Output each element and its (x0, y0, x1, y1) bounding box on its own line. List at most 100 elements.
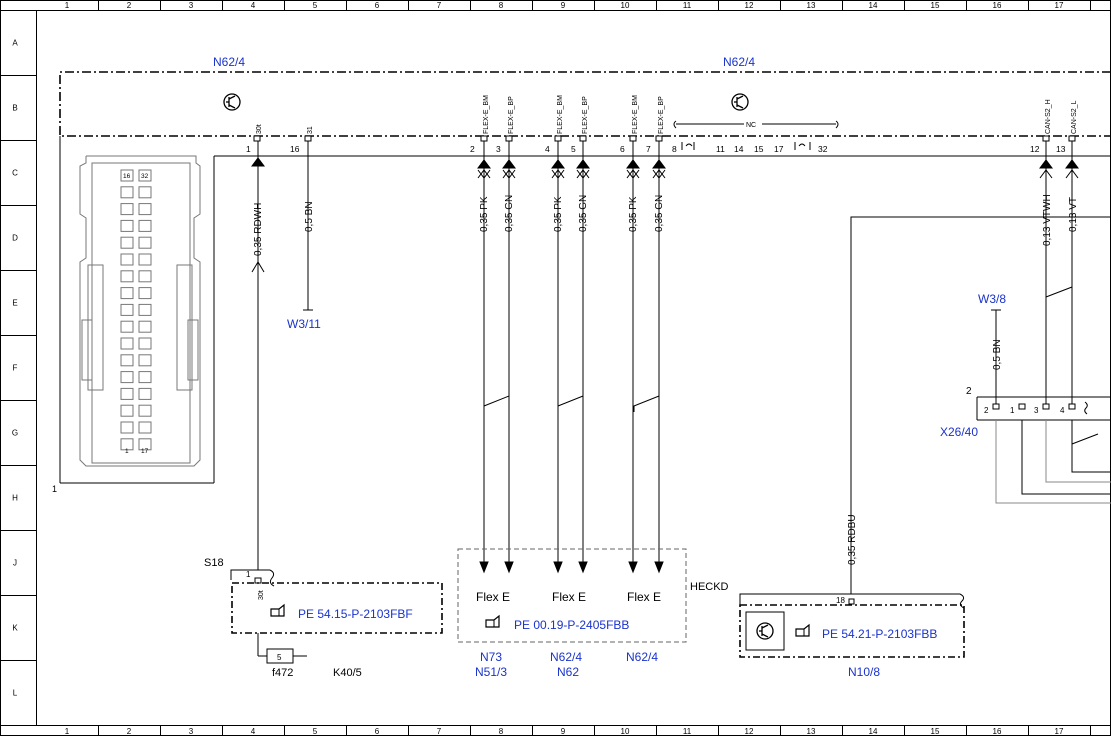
n10-8-symbol-frame (745, 611, 785, 651)
wire-label-vt: 0,13 VT (1068, 197, 1079, 232)
connector-cavity (138, 371, 152, 384)
dest-n62: N62 (557, 665, 579, 679)
connector-cavity (138, 287, 152, 300)
dest-n62-4-b: N62/4 (550, 650, 582, 664)
wire-label-pk-3: 0,35 PK (628, 196, 639, 232)
k40-5-label[interactable]: K40/5 (333, 667, 362, 679)
column-label-8: 8 (499, 1, 504, 10)
flex-wire-arrow (652, 169, 666, 179)
column-label-16: 16 (993, 727, 1002, 736)
transistor-icon-n10 (756, 622, 774, 640)
twisted-pair-mark (633, 395, 660, 412)
connector-cavity (138, 320, 152, 333)
pe-ref-flex[interactable]: PE 00.19-P-2405FBB (514, 618, 629, 632)
flex-wire-arrowhead (578, 561, 588, 574)
flex-e-group (457, 548, 687, 643)
connector-view (79, 155, 201, 467)
column-label-1: 1 (65, 1, 70, 10)
column-ticks (98, 0, 1091, 736)
pe-ref-s18[interactable]: PE 54.15-P-2103FBF (298, 607, 413, 621)
wire-label-bn-w3-8: 0,5 BN (992, 339, 1003, 370)
connector-cavity (138, 421, 152, 434)
pin-num-4: 4 (545, 144, 550, 154)
pe-ref-n10[interactable]: PE 54.21-P-2103FBB (822, 627, 937, 641)
pointing-hand-icon-n10 (795, 623, 810, 637)
n62-4-label-left[interactable]: N62/4 (213, 55, 245, 69)
pin-num-12: 12 (1030, 144, 1040, 154)
column-label-17: 17 (1055, 727, 1064, 736)
f472-fuse (257, 633, 307, 664)
row-label-B: B (12, 104, 17, 113)
row-label-H: H (12, 494, 18, 503)
connector-cavity (120, 287, 134, 300)
row-label-F: F (13, 364, 18, 373)
column-label-14: 14 (869, 1, 878, 10)
f472-label[interactable]: f472 (272, 667, 293, 679)
connector-cavity (120, 169, 134, 182)
x26-pin-1: 1 (1010, 406, 1015, 415)
heckd-label[interactable]: HECKD (690, 581, 729, 593)
column-label-2: 2 (127, 1, 132, 10)
flex-wire-arrow (576, 169, 590, 179)
w3-8-label[interactable]: W3/8 (978, 292, 1006, 306)
flex-wire-arrow (652, 169, 666, 179)
x26-ref: 2 (966, 386, 972, 397)
pin-num-8: 8 (672, 144, 677, 154)
connector-cavity (120, 186, 134, 199)
connector-cavity (138, 270, 152, 283)
flex-e-label-3: Flex E (627, 590, 661, 604)
column-label-12: 12 (745, 1, 754, 10)
row-label-L: L (13, 689, 18, 698)
pin-num-17: 17 (774, 144, 784, 154)
wire-bn-31 (303, 141, 313, 311)
connector-cavity-labels: 16 32 1 17 (123, 173, 149, 455)
connector-cavity (120, 354, 134, 367)
x26-pin-2: 2 (984, 406, 989, 415)
pin-num-16: 16 (290, 144, 300, 154)
flex-destinations[interactable]: N73 N51/3 N62/4 N62 N62/4 (475, 650, 658, 679)
pin-num-2: 2 (470, 144, 475, 154)
row-label-G: G (12, 429, 18, 438)
n62-4-label-center[interactable]: N62/4 (723, 55, 755, 69)
wire-bn-w3-8 (991, 309, 1001, 405)
twisted-pair-mark (483, 395, 510, 412)
column-label-3: 3 (189, 727, 194, 736)
column-label-16: 16 (993, 1, 1002, 10)
flex-wire-arrow (626, 169, 640, 179)
x26-40-label[interactable]: X26/40 (940, 425, 978, 439)
flex-e-labels: Flex E Flex E Flex E (476, 590, 661, 604)
nc-pin-marks (681, 142, 811, 150)
flex-wire-arrow (626, 159, 640, 169)
w3-11-label[interactable]: W3/11 (287, 317, 321, 331)
s18-box (231, 582, 443, 634)
flex-wire-arrow (576, 169, 590, 179)
column-label-15: 15 (931, 1, 940, 10)
wire-label-gn-3: 0,35 GN (654, 195, 665, 232)
connector-cavity (138, 236, 152, 249)
pin-num-5: 5 (571, 144, 576, 154)
connector-cavity (138, 438, 152, 451)
column-label-5: 5 (313, 1, 318, 10)
n10-8-label[interactable]: N10/8 (848, 665, 880, 679)
wire-rdbu (850, 216, 1111, 594)
connector-cavity (120, 303, 134, 316)
flex-wire-arrowhead (479, 561, 489, 574)
pin-name-flex-bp-3: FLEX-E_BP (658, 96, 665, 134)
column-label-9: 9 (561, 1, 566, 10)
x26-output-wires (995, 420, 1111, 504)
wire-label-pk-2: 0,35 PK (553, 196, 564, 232)
flex-wire-labels: 0,35 PK 0,35 GN 0,35 PK 0,35 GN 0,35 PK … (479, 195, 665, 232)
wire-can (1039, 141, 1079, 405)
column-label-10: 10 (621, 727, 630, 736)
connector-cavity (138, 169, 152, 182)
s18-label[interactable]: S18 (204, 557, 224, 569)
connector-cavity (120, 320, 134, 333)
connector-cavity (120, 253, 134, 266)
connector-cavity (120, 421, 134, 434)
connector-cavity (120, 404, 134, 417)
wire-label-bn-31: 0,5 BN (304, 201, 315, 232)
